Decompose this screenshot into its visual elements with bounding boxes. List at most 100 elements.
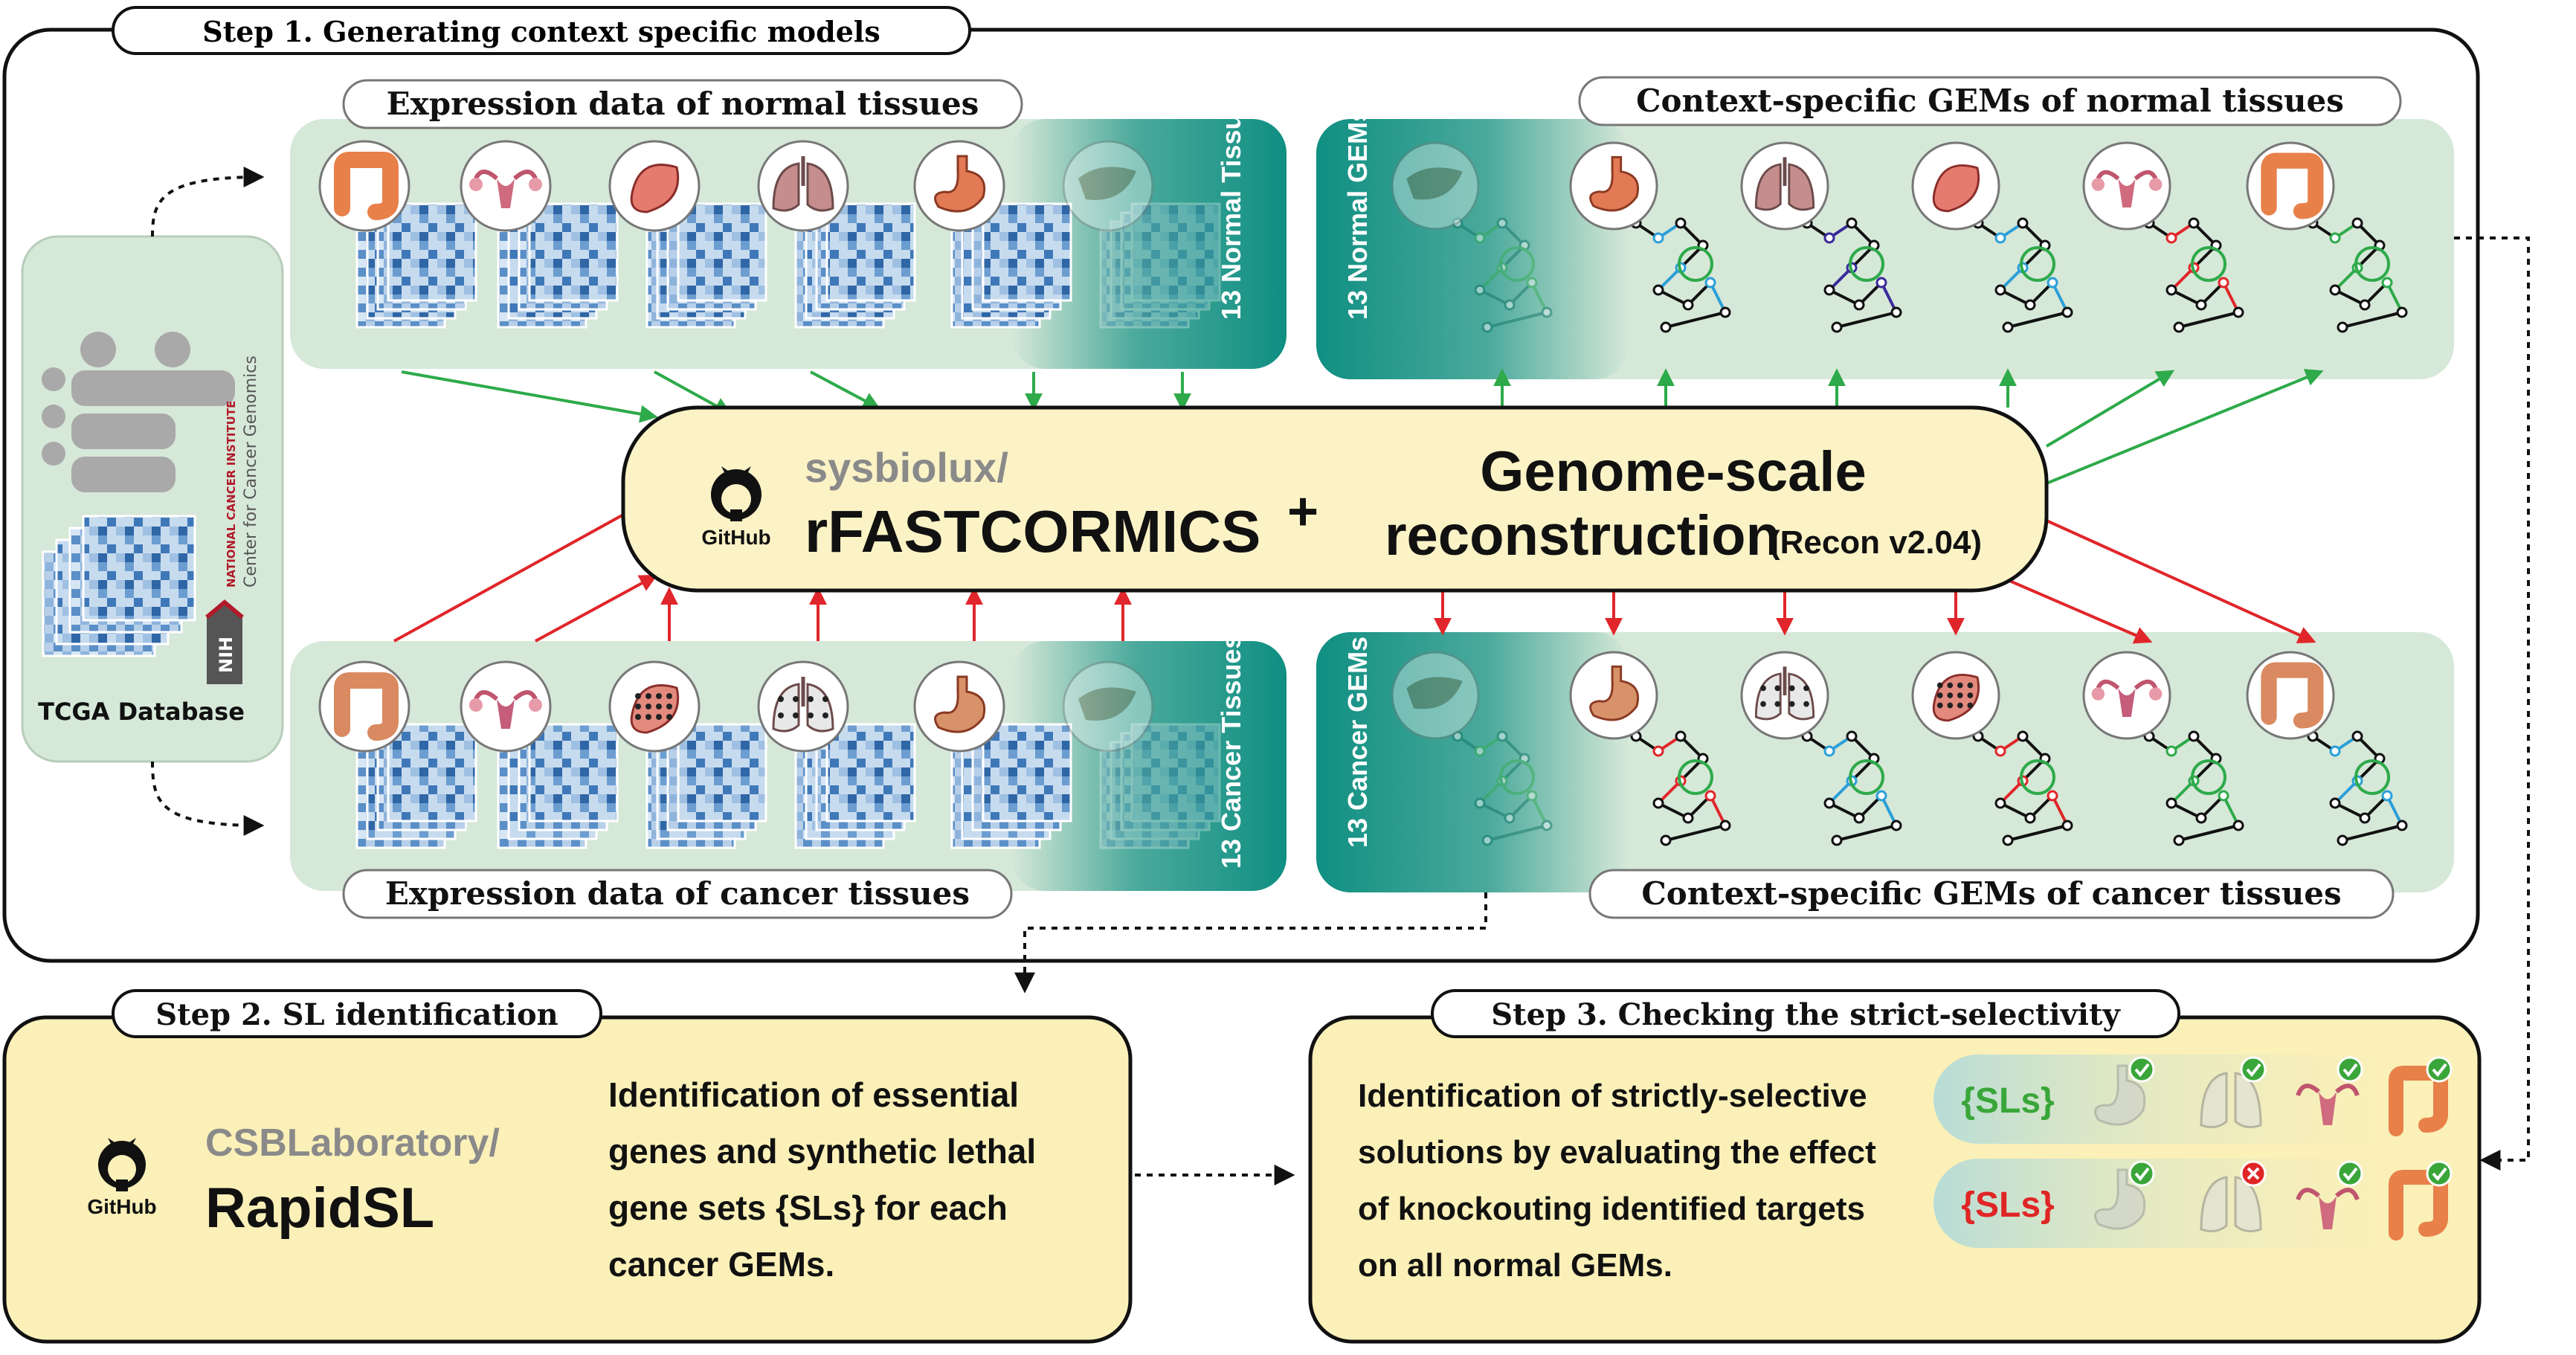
check-icon	[2128, 1056, 2155, 1083]
step2-desc-line4: cancer GEMs.	[608, 1245, 834, 1284]
step3-desc-line1: Identification of strictly-selective	[1358, 1078, 1867, 1114]
check-icon	[2426, 1160, 2453, 1187]
sl-result-row: {SLs}	[1933, 1055, 2454, 1144]
sl-result-row: {SLs}	[1933, 1159, 2454, 1248]
stomach-icon	[2094, 1064, 2146, 1126]
expression-matrix-icon	[645, 723, 767, 849]
expression-matrix-icon	[950, 202, 1072, 329]
step2-box: Step 2. SL identification GitHub CSBLabo…	[2, 989, 1133, 1344]
spleen-icon	[1911, 141, 2000, 231]
spleen-icon	[608, 140, 701, 232]
stomach-icon	[1569, 141, 1658, 231]
step2-desc-line2: genes and synthetic lethal	[608, 1132, 1036, 1171]
metabolic-network-icon	[2143, 730, 2244, 846]
metabolic-network-icon	[2307, 217, 2408, 333]
sl-label: {SLs}	[1961, 1185, 2054, 1225]
nci-text: NATIONAL CANCER INSTITUTE	[225, 401, 238, 588]
red-arrow	[535, 574, 658, 643]
rfastcormics-name: rFASTCORMICS	[805, 498, 1260, 564]
cancer-gems-badge: 13 Cancer GEMs	[1342, 637, 1373, 848]
normal-expression-title: Expression data of normal tissues	[387, 86, 979, 122]
rfastcormics-owner: sysbiolux/	[805, 444, 1008, 491]
expression-matrix-icon	[497, 202, 619, 329]
expression-matrix-icon	[794, 723, 916, 849]
tcga-label: TCGA Database	[38, 698, 245, 726]
uterus-icon	[2296, 1084, 2360, 1125]
lungs-icon	[757, 660, 849, 753]
green-arrow	[810, 370, 881, 410]
check-icon	[2128, 1160, 2155, 1187]
green-arrow	[2045, 370, 2175, 448]
liver-icon	[1062, 660, 1154, 753]
colon-icon	[2246, 651, 2335, 740]
github-label-step2: GitHub	[87, 1195, 156, 1218]
uterus-icon	[460, 140, 552, 232]
github-icon	[711, 466, 761, 521]
ccg-text: Center for Cancer Genomics	[242, 355, 260, 588]
green-arrow	[2046, 369, 2324, 485]
flow-arrows	[393, 368, 2324, 644]
step2-desc-line1: Identification of essential	[608, 1075, 1019, 1114]
expression-matrix-icon	[355, 202, 477, 329]
colon-icon	[318, 660, 410, 753]
colon-icon	[318, 140, 410, 232]
expression-matrix-icon	[497, 723, 619, 849]
cross-icon	[2240, 1160, 2267, 1187]
step3-desc-line4: on all normal GEMs.	[1358, 1247, 1672, 1284]
rapidsl-owner: CSBLaboratory/	[205, 1121, 500, 1165]
lungs-icon	[1740, 651, 1829, 740]
step1-frame	[2, 28, 2480, 963]
normal-gems-badge: 13 Normal GEMs	[1342, 107, 1373, 320]
stomach-icon	[913, 660, 1005, 753]
metabolic-network-icon	[1452, 730, 1553, 846]
spleen-icon	[1911, 651, 2000, 740]
normal-expression-panel: 13 Normal Tissues Expression data of nor…	[290, 79, 1287, 369]
spleen-icon	[608, 660, 701, 753]
step2-desc-line3: gene sets {SLs} for each	[608, 1188, 1008, 1227]
red-arrow	[2007, 579, 2153, 644]
stomach-icon	[2094, 1168, 2146, 1230]
recon-line1: Genome-scale	[1480, 440, 1867, 503]
plus-sign: +	[1287, 482, 1318, 541]
tcga-data-stack-icon	[42, 515, 196, 657]
cancer-gems-title: Context-specific GEMs of cancer tissues	[1641, 875, 2341, 912]
step1-title-box	[112, 6, 971, 55]
metabolic-network-icon	[1630, 730, 1731, 846]
normal-gems-to-step3-arrow	[2454, 236, 2530, 1171]
metabolic-network-icon	[2307, 730, 2408, 846]
step1-title: Step 1. Generating context specific mode…	[202, 15, 880, 48]
recon-version: (Recon v2.04)	[1769, 524, 1982, 561]
liver-icon	[1391, 651, 1480, 740]
check-icon	[2337, 1056, 2363, 1083]
lungs-icon	[2200, 1072, 2262, 1129]
people-icon	[42, 332, 235, 492]
check-icon	[2240, 1056, 2267, 1083]
liver-icon	[1062, 140, 1154, 232]
rapidsl-name: RapidSL	[205, 1177, 434, 1240]
red-arrow	[393, 503, 643, 643]
stomach-icon	[1569, 651, 1658, 740]
step3-box: Step 3. Checking the strict-selectivity …	[1308, 989, 2482, 1344]
liver-icon	[1391, 141, 1480, 231]
expression-matrix-icon	[950, 723, 1072, 849]
cancer-gems-to-step2-arrow	[1014, 892, 1487, 994]
tcga-to-normal-arrow	[151, 167, 265, 237]
uterus-icon	[2082, 651, 2171, 740]
expression-matrix-icon	[645, 202, 767, 329]
check-icon	[2337, 1160, 2363, 1187]
step3-title: Step 3. Checking the strict-selectivity	[1491, 997, 2121, 1032]
center-tool-box: GitHub sysbiolux/ rFASTCORMICS + Genome-…	[621, 405, 2049, 593]
uterus-icon	[2082, 141, 2171, 231]
tcga-database-panel: NIH NATIONAL CANCER INSTITUTE Center for…	[21, 235, 284, 763]
normal-tissues-badge: 13 Normal Tissues	[1216, 84, 1246, 321]
colon-icon	[2246, 141, 2335, 231]
sl-label: {SLs}	[1961, 1081, 2054, 1121]
recon-line2: reconstruction	[1385, 504, 1780, 567]
step3-desc-line2: solutions by evaluating the effect	[1358, 1134, 1876, 1171]
uterus-icon	[460, 660, 552, 753]
expression-matrix-icon	[1099, 202, 1221, 329]
github-label: GitHub	[701, 526, 770, 549]
normal-gems-title: Context-specific GEMs of normal tissues	[1636, 83, 2344, 119]
nih-logo: NIH NATIONAL CANCER INSTITUTE Center for…	[205, 355, 260, 684]
